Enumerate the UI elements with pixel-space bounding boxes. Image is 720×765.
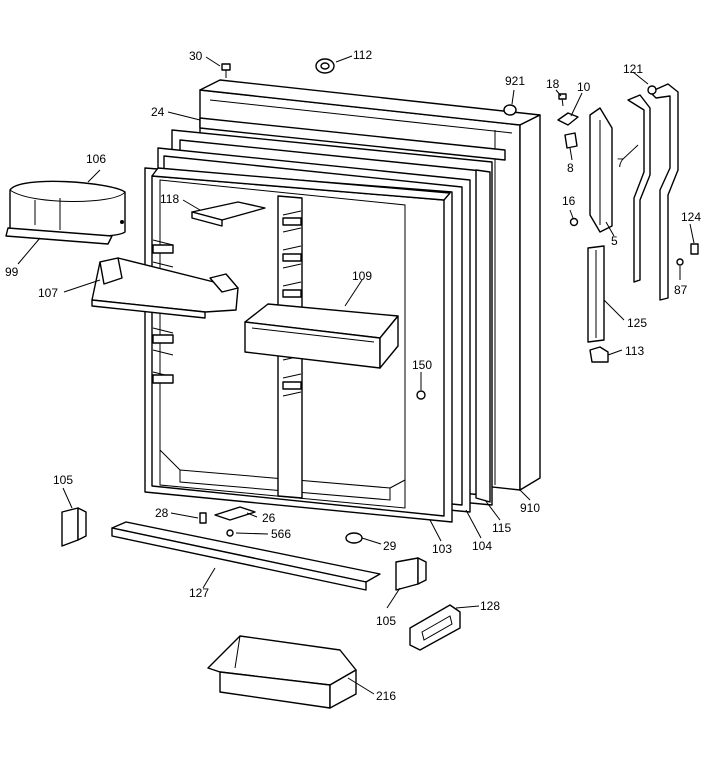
callout-107: 107	[38, 286, 58, 300]
bottom-bin-216	[207, 635, 357, 709]
callout-124: 124	[681, 210, 701, 224]
upper-door-shelf	[91, 257, 239, 319]
dairy-door-rail	[5, 227, 113, 245]
screw-18	[558, 93, 567, 107]
door-handle-7	[627, 94, 651, 283]
plug-29	[345, 532, 363, 544]
plug-112	[315, 58, 335, 74]
callout-16: 16	[562, 194, 576, 208]
callout-125: 125	[627, 316, 647, 330]
callout-921: 921	[505, 74, 525, 88]
callout-labels: 30 112 921 18 10 121 24 106 8 7 118 16 1…	[5, 48, 701, 703]
callout-106: 106	[86, 152, 106, 166]
leader-lines	[17, 55, 695, 695]
callout-18: 18	[546, 77, 560, 91]
callout-113: 113	[625, 344, 644, 358]
clip-124	[690, 243, 699, 255]
callout-103: 103	[432, 542, 452, 556]
callout-118: 118	[160, 192, 179, 206]
plate-26	[214, 506, 256, 521]
callout-112: 112	[353, 48, 372, 62]
callout-127: 127	[189, 586, 209, 600]
callout-8: 8	[567, 161, 574, 175]
callout-105-left: 105	[53, 473, 73, 487]
callout-109: 109	[352, 269, 372, 283]
screw-150	[416, 390, 426, 400]
stop-113	[589, 346, 609, 363]
callout-104: 104	[472, 539, 492, 553]
door-handle-121	[647, 83, 679, 301]
callout-910: 910	[520, 501, 540, 515]
dairy-compartment-door	[9, 180, 126, 238]
screw-87	[676, 258, 684, 266]
callout-99: 99	[5, 265, 19, 279]
door-top-strip	[199, 117, 506, 161]
center-shelf-ribs	[282, 210, 302, 397]
cap-921	[503, 104, 517, 116]
callout-7: 7	[617, 156, 624, 170]
callout-121: 121	[623, 62, 643, 76]
hinge-bracket-5	[589, 107, 613, 233]
callout-87: 87	[674, 283, 688, 297]
bin-support-105-right	[395, 557, 427, 591]
callout-26: 26	[262, 511, 276, 525]
callout-150: 150	[412, 358, 432, 372]
callout-30: 30	[189, 49, 203, 63]
bottom-rail-127	[111, 521, 381, 591]
bushing-8	[564, 132, 578, 149]
callout-10: 10	[577, 80, 591, 94]
callout-566: 566	[271, 527, 291, 541]
bracket-128	[409, 604, 461, 651]
center-door-bin	[244, 303, 399, 369]
callout-29: 29	[383, 539, 397, 553]
callout-128: 128	[480, 599, 500, 613]
hinge-pin-10	[557, 112, 579, 126]
callout-216: 216	[376, 689, 396, 703]
callout-24: 24	[151, 105, 165, 119]
screw-28	[199, 512, 207, 524]
hinge-cover-125	[587, 245, 605, 343]
bin-support-105-left	[61, 507, 87, 547]
callout-105-right: 105	[376, 614, 396, 628]
screw-16	[569, 217, 579, 227]
upper-small-tray	[191, 201, 266, 227]
callout-115: 115	[492, 521, 511, 535]
screw-566	[226, 529, 234, 537]
callout-5: 5	[611, 234, 618, 248]
callout-28: 28	[155, 506, 169, 520]
screw-30	[221, 63, 231, 78]
